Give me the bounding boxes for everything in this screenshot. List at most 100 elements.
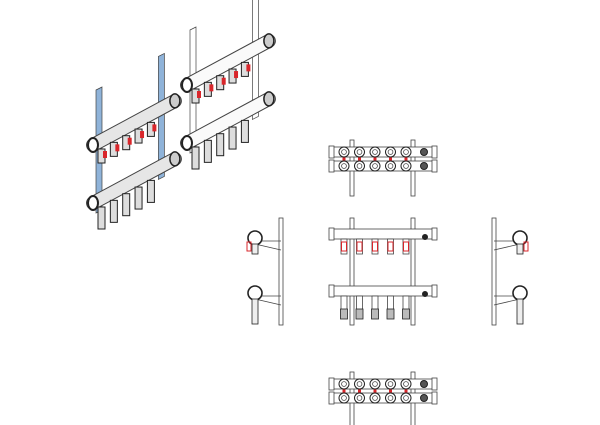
valve-red (246, 64, 251, 72)
flow-valve-red (356, 241, 363, 252)
connector (402, 308, 410, 320)
outlet (240, 119, 249, 143)
wall-rail (278, 217, 284, 326)
connector (386, 308, 395, 320)
air-vent (420, 394, 428, 402)
manifold-pipe (181, 34, 275, 91)
end-cap (87, 195, 99, 211)
outlet-port-inner (403, 163, 409, 169)
outlet-port (354, 392, 365, 404)
outlet-port (338, 392, 350, 404)
end-cap (87, 137, 99, 153)
outlet-port (338, 378, 350, 390)
valve-marker (373, 157, 377, 161)
outlet-port-inner (372, 381, 378, 387)
outlet-port (338, 146, 350, 158)
outlet (134, 186, 143, 210)
outlet-port-inner (341, 381, 347, 387)
support-brace (254, 298, 282, 306)
air-vent (420, 380, 428, 388)
air-vent (422, 291, 428, 297)
outlet-port (338, 160, 350, 172)
outlet-port-inner (387, 163, 394, 169)
outlet-port-inner (356, 395, 363, 401)
valve-handle (523, 241, 529, 252)
isometric-view-colored (86, 52, 182, 230)
outlet-port-inner (372, 395, 378, 401)
outlet-port-inner (356, 149, 363, 155)
outlet-port-inner (387, 395, 394, 401)
outlet (146, 179, 155, 203)
wall-bracket (252, 0, 259, 120)
outlet-port (354, 160, 365, 172)
end-fitting (431, 377, 438, 391)
valve-marker (342, 157, 346, 161)
outlet-port-inner (387, 149, 394, 155)
outlet-port (400, 378, 412, 390)
manifold-pipe (181, 92, 275, 149)
valve-handle (246, 241, 252, 252)
manifold-section (512, 285, 528, 301)
end-fitting (328, 227, 335, 241)
valve-red (152, 124, 157, 132)
manifold-section (247, 285, 263, 301)
end-fitting (328, 284, 335, 298)
left-side-view (246, 217, 284, 326)
end-fitting (328, 145, 335, 159)
outlet-port-inner (403, 395, 409, 401)
outlet (228, 126, 237, 150)
manifold-pipe (87, 94, 181, 151)
valve-marker (389, 157, 392, 161)
end-fitting (431, 227, 438, 241)
air-vent (420, 148, 428, 156)
end-fitting (431, 159, 438, 173)
connector (340, 308, 348, 320)
valve-red (140, 131, 145, 139)
outlet-port (354, 378, 365, 390)
valve-marker (342, 389, 346, 393)
outlet-port-inner (372, 149, 378, 155)
outlet (122, 193, 131, 217)
outlet-port (369, 378, 381, 390)
wall-bracket (158, 52, 165, 180)
outlet-port (400, 392, 412, 404)
air-vent (420, 162, 428, 170)
right-side-view (491, 217, 529, 326)
valve-marker (389, 389, 392, 393)
outlet (216, 133, 225, 157)
end-fitting (431, 284, 438, 298)
flow-valve-red (372, 241, 378, 252)
manifold-bar (331, 228, 437, 240)
outlet-port (354, 146, 365, 158)
valve-red (103, 151, 107, 158)
outlet-port (369, 146, 381, 158)
outlet-port-inner (341, 149, 347, 155)
outlet-port-inner (341, 163, 347, 169)
outlet (203, 139, 212, 163)
valve-red (197, 91, 201, 98)
valve-red (234, 71, 239, 79)
outlet-port (385, 146, 396, 158)
wall-bracket (410, 217, 416, 326)
outlet-port-inner (341, 395, 347, 401)
valve-red (221, 77, 226, 85)
isometric-view-line (180, 0, 276, 170)
outlet-port (369, 160, 381, 172)
outlet-port-inner (372, 163, 378, 169)
manifold-bar (331, 285, 437, 297)
manifold-section (512, 230, 528, 246)
flow-valve-red (341, 241, 347, 252)
end-fitting (263, 33, 275, 49)
outlet-port (369, 392, 381, 404)
manifold-section (247, 230, 263, 246)
outlet (109, 199, 118, 223)
end-fitting (431, 145, 438, 159)
outlet-port-inner (387, 381, 394, 387)
end-fitting (263, 91, 275, 107)
connector (355, 308, 364, 320)
outlet-port (400, 146, 412, 158)
end-cap (181, 135, 193, 151)
end-cap (181, 77, 193, 93)
air-vent (422, 234, 428, 240)
